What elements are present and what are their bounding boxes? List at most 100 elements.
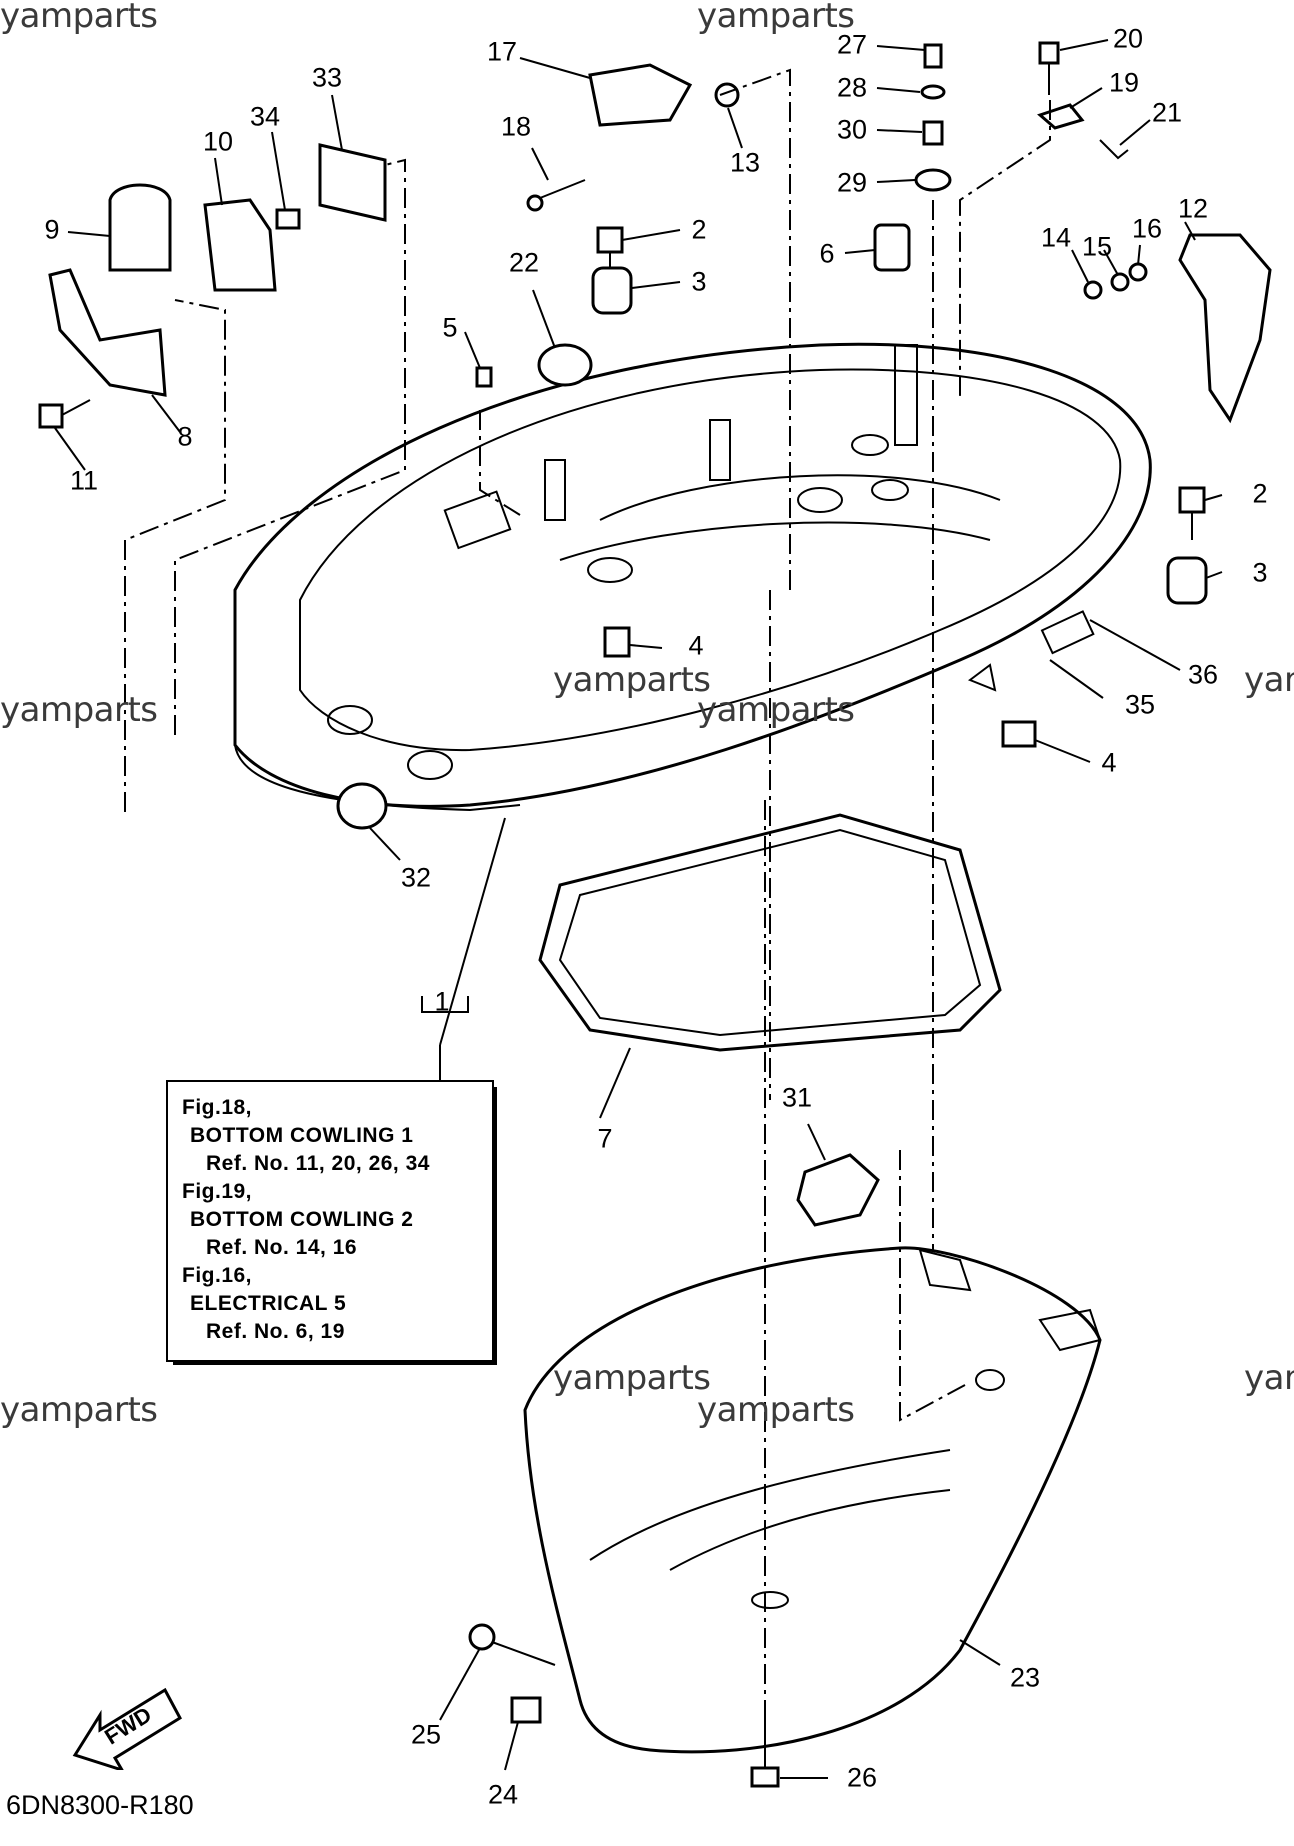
spring-21: [1099, 139, 1129, 160]
callout-16: 16: [1131, 213, 1163, 244]
grommet-29: [914, 168, 952, 192]
bracket-17: [588, 63, 693, 127]
callout-11: 11: [69, 465, 99, 496]
clip-5: [475, 366, 493, 388]
callout-15: 15: [1081, 231, 1113, 262]
callout-20: 20: [1112, 23, 1144, 54]
bolt-26: [750, 1766, 780, 1788]
cable-holder-9: [108, 183, 172, 272]
bolt-18: [534, 179, 586, 201]
callout-10: 10: [202, 126, 234, 157]
callout-33: 33: [311, 62, 343, 93]
bottom-cowling-lower: [523, 1246, 1102, 1754]
callout-26: 26: [846, 1762, 878, 1793]
callout-25: 25: [410, 1719, 442, 1750]
grommet-13: [714, 82, 740, 108]
bolt-25: [468, 1623, 496, 1651]
assembly-lines: [124, 68, 1051, 1725]
watermark: yamparts: [0, 690, 158, 730]
watermark: yamparts: [0, 1390, 158, 1430]
connector-6: [873, 223, 911, 272]
callout-2: 2: [1252, 478, 1268, 509]
bolt-34: [275, 208, 301, 230]
bolt-27: [923, 43, 943, 69]
ref-fig-19: Fig.19,: [182, 1180, 253, 1203]
lever-12: [1178, 233, 1272, 424]
callout-24: 24: [487, 1779, 519, 1810]
watermark: yamparts: [697, 0, 855, 36]
callout-22: 22: [508, 247, 540, 278]
reference-box: Fig.18, BOTTOM COWLING 1 Ref. No. 11, 20…: [166, 1080, 494, 1362]
callout-31: 31: [781, 1082, 813, 1113]
washer-15: [1110, 272, 1130, 292]
ref-numbers-fig-19: Ref. No. 14, 16: [206, 1236, 358, 1259]
callout-6: 6: [819, 238, 835, 269]
circlip-14: [1083, 280, 1103, 300]
callout-21: 21: [1151, 97, 1183, 128]
callout-12: 12: [1177, 193, 1209, 224]
callout-4: 4: [688, 630, 704, 661]
washer-16: [1128, 262, 1148, 282]
watermark: yamparts: [697, 1390, 855, 1430]
callout-30: 29: [836, 167, 868, 198]
mount-3-upper: [591, 266, 633, 315]
ref-title-electrical-5: ELECTRICAL 5: [190, 1292, 347, 1315]
bolt-2-right: [1178, 486, 1206, 514]
callout-36: 36: [1187, 659, 1219, 690]
clip-24: [510, 1696, 542, 1724]
callout-27: 27: [836, 29, 868, 60]
watermark: yamparts: [553, 1358, 711, 1398]
bolt-2-upper: [596, 226, 624, 254]
bracket-8: [48, 268, 167, 397]
plate-33: [318, 143, 387, 222]
bolt-20: [1038, 41, 1060, 65]
clamp-19: [1037, 103, 1085, 130]
collar-4-lower: [1001, 720, 1037, 748]
washer-28: [920, 84, 946, 100]
collar-30: [922, 120, 944, 146]
callout-23: 23: [1009, 1662, 1041, 1693]
watermark: yamparts: [697, 690, 855, 730]
small-parts: [38, 41, 1272, 1788]
callout-3: 3: [1252, 557, 1268, 588]
ref-title-bottom-cowling-2: BOTTOM COWLING 2: [190, 1208, 414, 1231]
callout-8: 8: [177, 421, 193, 452]
watermark: yamparts: [1244, 660, 1294, 700]
grommet-31: [796, 1153, 880, 1227]
ref-title-bottom-cowling-1: BOTTOM COWLING 1: [190, 1124, 414, 1147]
callout-28: 28: [836, 72, 868, 103]
callout-13: 13: [729, 147, 761, 178]
callout-2: 2: [691, 214, 707, 245]
grommet-32: [336, 782, 388, 830]
callout-5: 5: [442, 312, 458, 343]
callout-bracket-1: [421, 996, 469, 1013]
callout-9: 9: [44, 214, 60, 245]
forward-arrow-icon: FWD: [70, 1680, 190, 1773]
callout-17: 17: [486, 36, 518, 67]
watermark: yamparts: [1244, 1358, 1294, 1398]
callout-1: 1: [434, 986, 450, 1017]
bottom-cowling-upper: [233, 342, 1152, 812]
leader-lines: [54, 39, 1223, 1779]
grommet-22: [537, 343, 593, 387]
callout-19: 19: [1108, 67, 1140, 98]
collar-4-upper: [603, 626, 631, 658]
mount-3-right: [1166, 556, 1208, 605]
plate-10: [203, 198, 277, 292]
callout-29: 30: [836, 114, 868, 145]
callout-4: 4: [1101, 747, 1117, 778]
diagram-code: 6DN8300-R180: [6, 1790, 194, 1820]
ref-fig-16: Fig.16,: [182, 1264, 253, 1287]
callout-35: 35: [1124, 689, 1156, 720]
callout-14: 14: [1040, 222, 1072, 253]
watermark: yamparts: [0, 0, 158, 36]
watermark: yamparts: [553, 660, 711, 700]
ref-fig-18: Fig.18,: [182, 1096, 253, 1119]
bolt-11: [38, 403, 64, 429]
callout-18: 18: [500, 111, 532, 142]
callout-7: 7: [597, 1123, 613, 1154]
ref-numbers-fig-18: Ref. No. 11, 20, 26, 34: [206, 1152, 430, 1175]
callout-3: 3: [691, 266, 707, 297]
